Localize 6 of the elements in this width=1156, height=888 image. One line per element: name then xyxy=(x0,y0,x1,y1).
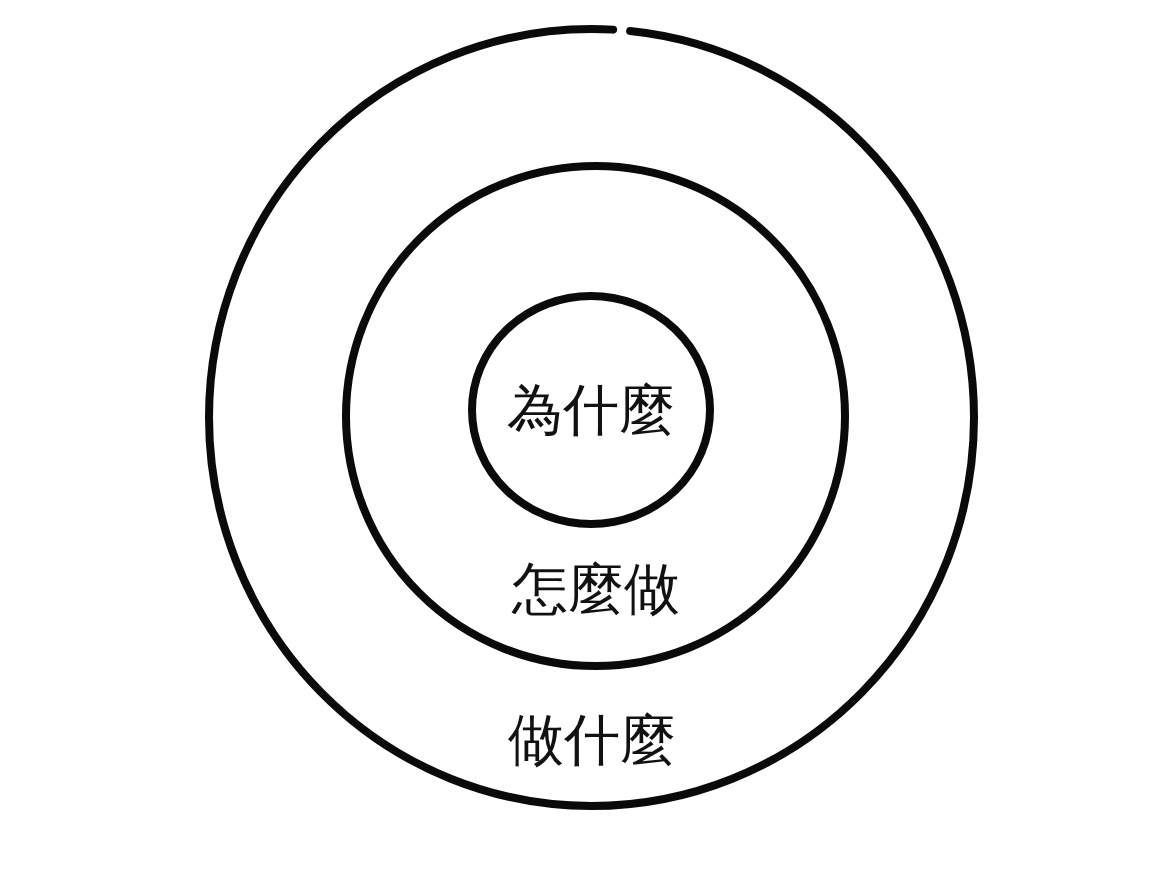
middle-circle xyxy=(342,162,849,670)
outer-circle xyxy=(205,25,978,810)
inner-circle xyxy=(468,292,714,528)
circle-label: 做什麼 xyxy=(507,708,676,772)
circle-label: 為什麼 xyxy=(507,378,675,442)
circle-label: 怎麼做 xyxy=(511,557,680,621)
